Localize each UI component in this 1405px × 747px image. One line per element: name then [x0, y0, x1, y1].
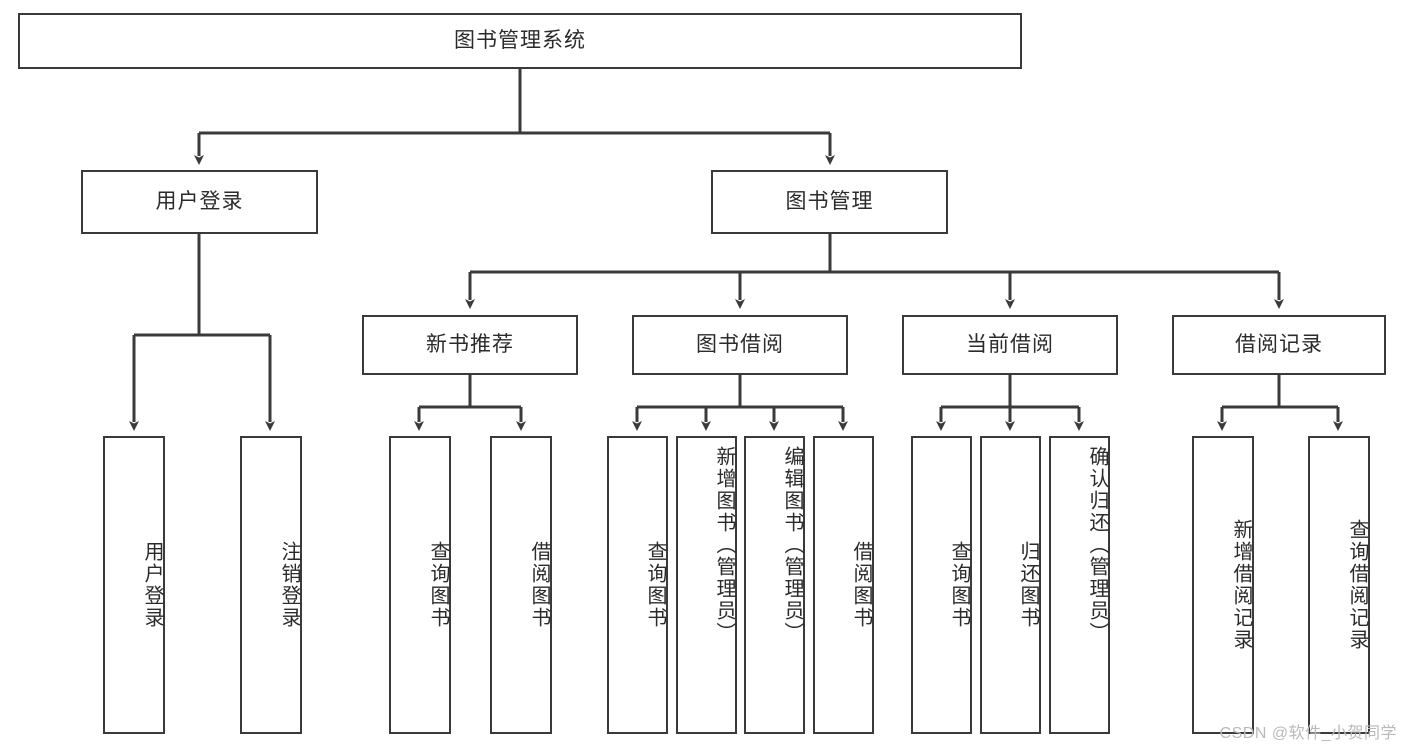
- node-label: 查询图书: [948, 541, 970, 629]
- leaf-current-borrow-return-book[interactable]: 归还图书: [980, 436, 1041, 734]
- csdn-watermark: CSDN @软件_小贺同学: [1219, 725, 1397, 742]
- leaf-current-borrow-confirm-return-admin[interactable]: 确认归还（管理员）: [1049, 436, 1110, 734]
- leaf-new-book-borrow-book[interactable]: 借阅图书: [490, 436, 552, 734]
- node-label: 注销登录: [278, 541, 300, 629]
- node-label: 编辑图书（管理员）: [781, 446, 803, 644]
- node-label: 用户登录: [155, 190, 244, 214]
- node-label: 用户登录: [141, 541, 163, 629]
- leaf-borrow-record-query-record[interactable]: 查询借阅记录: [1308, 436, 1370, 734]
- leaf-book-borrow-borrow-book[interactable]: 借阅图书: [813, 436, 874, 734]
- node-label: 归还图书: [1017, 541, 1039, 629]
- leaf-book-borrow-add-book-admin[interactable]: 新增图书（管理员）: [676, 436, 737, 734]
- node-label: 借阅图书: [528, 541, 550, 629]
- leaf-user-login-signout[interactable]: 注销登录: [240, 436, 302, 734]
- node-label: 图书借阅: [696, 333, 784, 357]
- node-label: 新增图书（管理员）: [713, 446, 735, 644]
- node-borrow-record[interactable]: 借阅记录: [1172, 315, 1386, 375]
- leaf-book-borrow-query-book[interactable]: 查询图书: [607, 436, 668, 734]
- node-book-management[interactable]: 图书管理: [711, 170, 948, 234]
- node-label: 查询借阅记录: [1346, 519, 1368, 651]
- node-new-book-recommend[interactable]: 新书推荐: [362, 315, 578, 375]
- node-book-borrow[interactable]: 图书借阅: [632, 315, 848, 375]
- leaf-current-borrow-query-book[interactable]: 查询图书: [911, 436, 972, 734]
- node-label: 图书管理系统: [454, 29, 586, 53]
- leaf-user-login-signin[interactable]: 用户登录: [103, 436, 165, 734]
- node-label: 借阅记录: [1235, 333, 1323, 357]
- node-user-login[interactable]: 用户登录: [81, 170, 318, 234]
- leaf-book-borrow-edit-book-admin[interactable]: 编辑图书（管理员）: [744, 436, 805, 734]
- node-label: 查询图书: [644, 541, 666, 629]
- leaf-new-book-query-book[interactable]: 查询图书: [389, 436, 451, 734]
- node-label: 确认归还（管理员）: [1086, 446, 1108, 644]
- node-label: 新书推荐: [426, 333, 514, 357]
- node-label: 图书管理: [785, 190, 874, 214]
- node-current-borrow[interactable]: 当前借阅: [902, 315, 1118, 375]
- node-root-book-management-system[interactable]: 图书管理系统: [18, 13, 1022, 69]
- node-label: 借阅图书: [850, 541, 872, 629]
- leaf-borrow-record-add-record[interactable]: 新增借阅记录: [1192, 436, 1254, 734]
- node-label: 当前借阅: [966, 333, 1054, 357]
- node-label: 查询图书: [427, 541, 449, 629]
- node-label: 新增借阅记录: [1230, 519, 1252, 651]
